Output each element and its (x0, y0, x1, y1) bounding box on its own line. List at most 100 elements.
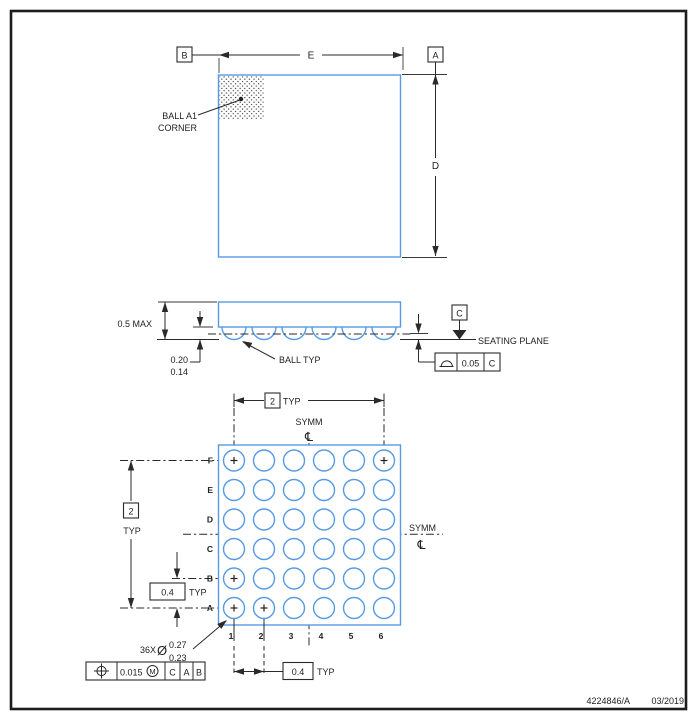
ball-B5 (342, 567, 366, 590)
ball-a1-leader-line (197, 99, 241, 116)
ball-E5 (342, 478, 366, 502)
col-label-4: 4 (319, 631, 324, 641)
ball-E3 (282, 478, 306, 502)
side-view: 0.5 MAX 0.20 0.14 BALL TYP C SEATING PLA… (117, 301, 549, 377)
offset-left-arrow-up (173, 608, 181, 618)
ball-C1 (222, 537, 246, 561)
balltyp-label: BALL TYP (279, 355, 321, 365)
ball-E2 (252, 478, 276, 502)
centerline-symbol-right: ℄ (416, 538, 425, 552)
symm-label-right: SYMM (409, 523, 436, 533)
ball-D3 (282, 508, 306, 531)
side-ball (341, 326, 367, 341)
dim-e-arrow-left (219, 51, 229, 59)
top-view: BALL A1 CORNER B E A D (158, 46, 447, 258)
height-arrow-bottom (161, 329, 169, 340)
height-max-label: 0.5 MAX (117, 319, 152, 329)
doc-date: 03/2019 (651, 696, 684, 706)
row-label-C: C (207, 544, 213, 554)
flatness-symbol-icon (439, 360, 454, 367)
ball-F5 (342, 449, 366, 472)
mmc-modifier-circle-icon (146, 665, 159, 677)
centerline-symbol-top: ℄ (304, 430, 313, 444)
tolerance-value: 0.015 (120, 668, 143, 678)
ball-C3 (282, 537, 306, 561)
ball-callout-lower: 0.23 (169, 653, 187, 663)
offset-left-arrow-down (173, 568, 181, 579)
dim-d-arrow-top (432, 74, 439, 85)
pitch-top-arrow-right (374, 397, 384, 404)
fcf-outline (85, 661, 206, 681)
ball-B6 (372, 567, 396, 590)
dim-d-label: D (432, 161, 439, 172)
ball-a1-label-line2: CORNER (158, 123, 198, 133)
offset-bottom-value: 0.4 (292, 667, 305, 677)
ball-C6 (372, 537, 396, 561)
height-arrow-top (161, 302, 169, 312)
ball-D2 (252, 508, 276, 531)
row-label-A: A (207, 603, 213, 613)
dim-d-arrow-bottom (432, 246, 439, 256)
pitch-left-value-box (122, 502, 140, 519)
offset-left-suffix: TYP (189, 588, 207, 598)
ball-B2 (252, 567, 276, 590)
side-ball (221, 326, 247, 341)
ball-E4 (312, 478, 336, 502)
col-label-2: 2 (259, 631, 264, 641)
dim-e-label: E (308, 51, 315, 62)
ball-C5 (342, 537, 366, 561)
datum-a-label: A (432, 51, 438, 61)
side-view-balls (221, 326, 397, 341)
flatness-arrow-down (415, 323, 422, 334)
ball-callout-count: 36X (140, 645, 156, 655)
pitch-left-arrow-bottom (127, 598, 135, 608)
datum-b-label: B (181, 51, 187, 61)
col-label-1: 1 (229, 631, 234, 641)
offset-bottom-arrow-right (254, 668, 264, 675)
seating-plane-label: SEATING PLANE (478, 336, 549, 346)
offset-left-value: 0.4 (161, 588, 174, 598)
ballheight-arrow-down (196, 317, 204, 327)
diameter-symbol: Ø (157, 643, 167, 658)
ball-E6 (372, 478, 396, 502)
pitch-top-value: 2 (270, 397, 275, 407)
ball-callout-upper: 0.27 (169, 640, 187, 650)
tolerance-datum-1: C (169, 668, 176, 678)
tolerance-datum-3: B (196, 668, 202, 678)
ball-F2 (252, 449, 276, 472)
offset-bottom-suffix: TYP (317, 667, 335, 677)
pitch-left-suffix: TYP (123, 526, 141, 536)
ball-a1-label-line1: BALL A1 (162, 111, 197, 121)
ball-B3 (282, 567, 306, 590)
tolerance-modifier: M (149, 667, 155, 676)
row-label-E: E (207, 485, 213, 495)
flatness-arrow-up (415, 339, 422, 350)
pitch-left-value: 2 (128, 507, 133, 517)
side-ball (251, 326, 277, 341)
ball-D1 (222, 508, 246, 531)
ball-D4 (312, 508, 336, 531)
symm-label-top: SYMM (296, 417, 323, 427)
ballheight-upper: 0.20 (170, 355, 188, 365)
ball-C2 (252, 537, 276, 561)
dim-e-arrow-right (393, 51, 403, 59)
pitch-top-value-box (264, 392, 281, 409)
datum-c-triangle (452, 330, 467, 340)
position-tolerance-frame: 0.015 M C A B (85, 661, 206, 681)
flatness-value: 0.05 (462, 359, 480, 369)
ball-E1 (222, 478, 246, 502)
offset-bottom-arrow-left (234, 668, 244, 675)
ball-callout-arrow (217, 620, 227, 629)
ball-A6 (372, 596, 396, 620)
side-ball (371, 326, 397, 341)
col-label-3: 3 (289, 631, 294, 641)
ball-F3 (282, 449, 306, 472)
pitch-top-arrow-left (234, 397, 244, 404)
flatness-datum: C (489, 359, 496, 369)
package-outline-side (217, 301, 402, 328)
ball-A5 (342, 596, 366, 620)
row-label-D: D (207, 515, 213, 525)
